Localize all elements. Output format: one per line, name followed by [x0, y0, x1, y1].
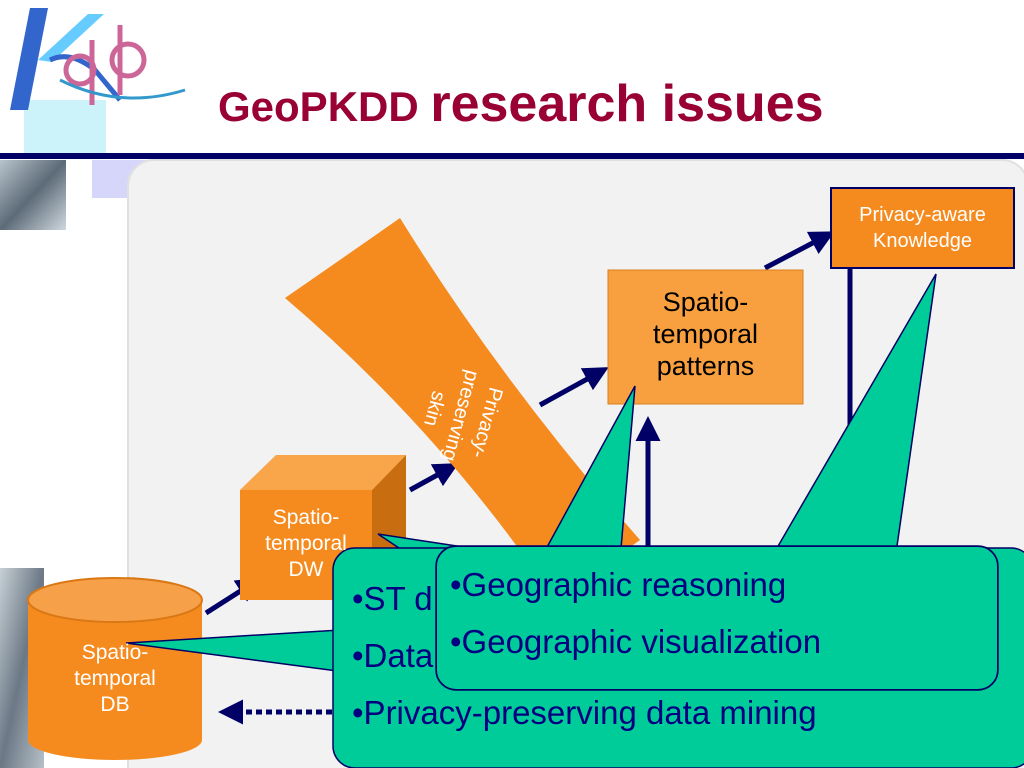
- db-cylinder-body: [28, 600, 202, 740]
- patterns-label-line3: patterns: [656, 351, 755, 381]
- front-callout-overlay: [436, 546, 998, 690]
- back-callout-item-3: •Privacy-preserving data mining: [352, 694, 817, 731]
- arrow-skin-to-patterns: [538, 367, 609, 408]
- arrow-dw-to-skin: [408, 463, 459, 493]
- front-callout-list: •Geographic reasoning •Geographic visual…: [450, 556, 821, 670]
- title-part-research-issues: research issues: [430, 75, 824, 133]
- patterns-label-line1: Spatio-: [662, 287, 749, 317]
- db-label-line2: temporal: [74, 667, 156, 690]
- db-cylinder-top: [27, 577, 203, 623]
- back-callout-item-1: •ST d: [352, 580, 433, 617]
- db-label-line3: DB: [100, 693, 130, 716]
- texture-block-top: [0, 160, 66, 230]
- back-callout-list: •ST d •Data •Privacy-preserving data min…: [352, 570, 817, 741]
- patterns-box: [607, 269, 804, 405]
- slide-title: GeoPKDD research issues: [218, 74, 978, 144]
- knowledge-box: [830, 187, 1015, 269]
- patterns-label: Spatio- temporal patterns: [608, 286, 803, 382]
- db-label: Spatio- temporal DB: [28, 640, 202, 718]
- front-callout-item-1: •Geographic reasoning: [450, 566, 787, 603]
- dw-cube-top: [240, 455, 406, 490]
- front-callout-item-2: •Geographic visualization: [450, 623, 822, 660]
- dw-label-line1: Spatio-: [272, 506, 340, 529]
- privacy-skin-shape: [285, 218, 640, 600]
- back-callout-item-2: •Data: [352, 637, 434, 674]
- kdd-logo: [10, 8, 186, 110]
- header-rule: [0, 153, 1024, 159]
- arrow-patterns-to-knowledge: [763, 231, 835, 271]
- dw-label: Spatio- temporal DW: [240, 505, 372, 583]
- patterns-label-line2: temporal: [652, 319, 759, 349]
- db-label-line1: Spatio-: [81, 641, 149, 664]
- dw-label-line2: temporal: [265, 532, 347, 555]
- knowledge-label-line2: Knowledge: [873, 230, 972, 252]
- light-blue-bar-top: [24, 100, 106, 158]
- dw-label-line3: DW: [288, 558, 324, 581]
- db-cylinder-bottom: [28, 720, 202, 760]
- knowledge-label: Privacy-aware Knowledge: [831, 202, 1014, 254]
- knowledge-label-line1: Privacy-aware: [859, 204, 986, 226]
- title-part-geopkdd: GeoPKDD: [218, 83, 431, 130]
